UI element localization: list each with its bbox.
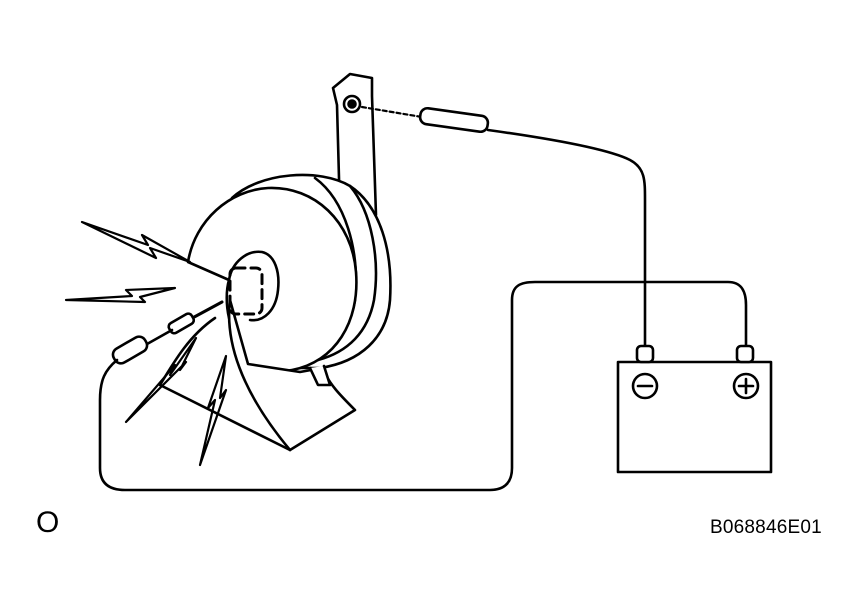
horn-terminal-outline <box>228 266 264 316</box>
figure-reference-code: B068846E01 <box>710 517 822 538</box>
plus-icon <box>732 372 760 400</box>
horn-face <box>186 186 358 373</box>
battery-positive-terminal <box>735 344 755 364</box>
battery-negative-terminal <box>635 344 655 364</box>
horn-mounting-bracket <box>331 72 378 217</box>
sound-burst-icon <box>64 220 228 467</box>
negative-test-lead <box>98 280 748 492</box>
positive-test-lead <box>360 105 647 352</box>
corner-label: O <box>36 506 60 539</box>
minus-icon <box>631 372 659 400</box>
battery <box>616 344 773 474</box>
negative-probe <box>111 300 224 365</box>
